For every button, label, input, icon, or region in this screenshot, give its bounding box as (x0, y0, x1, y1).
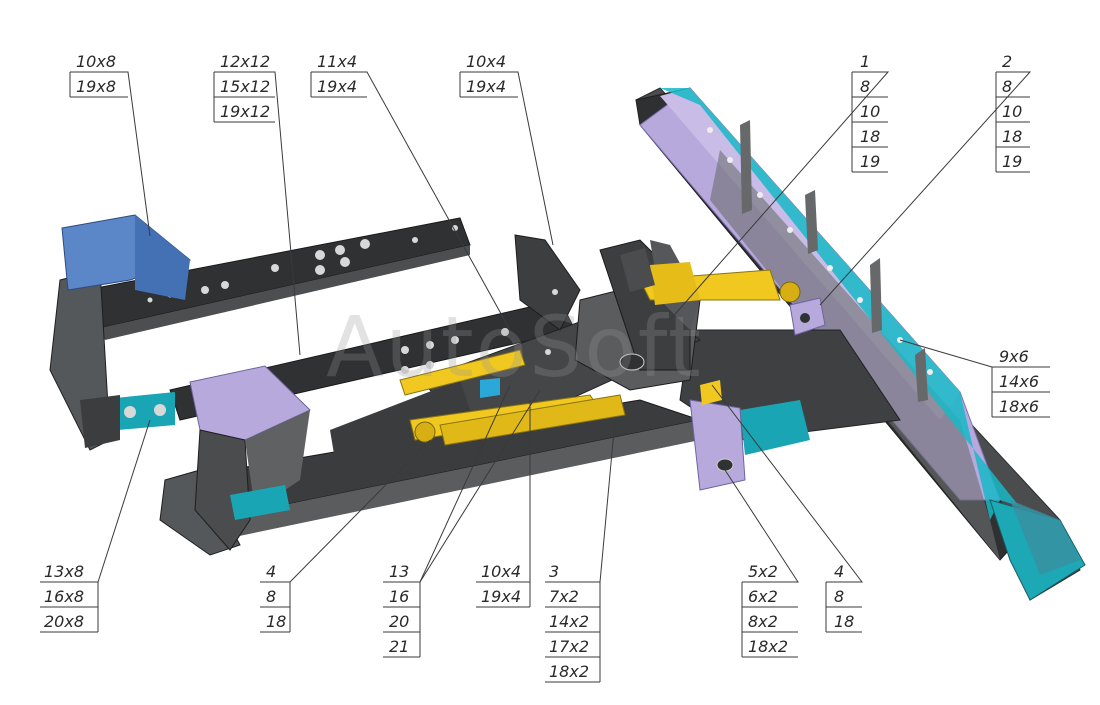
watermark-text: AutoSoft (326, 298, 703, 396)
callout-12x12: 12x12 15x12 19x12 (220, 49, 270, 124)
callout-10x4-top: 10x4 19x4 (466, 49, 506, 99)
callout-line: 9x6 (999, 347, 1029, 366)
callout-line: 8x2 (748, 612, 778, 631)
callout-line: 11x4 (317, 52, 358, 71)
callout-line: 16x8 (44, 587, 85, 606)
callout-5x2: 5x2 6x2 8x2 18x2 (748, 559, 788, 659)
callout-line: 20 (389, 612, 410, 631)
callout-line: 16 (389, 587, 410, 606)
callout-line: 4 (834, 562, 845, 581)
callout-line: 7x2 (549, 587, 579, 606)
dozer-blade (635, 87, 1086, 601)
hydraulic-cylinders (399, 262, 801, 446)
callout-line: 10x4 (481, 562, 522, 581)
callout-line: 8 (834, 587, 845, 606)
callout-line: 13 (389, 562, 410, 581)
callout-line: 20x8 (44, 612, 85, 631)
callout-line: 10 (1002, 102, 1023, 121)
callout-line: 10x8 (76, 52, 117, 71)
callout-10x4-bottom: 10x4 19x4 (481, 559, 521, 609)
callout-13x8: 13x8 16x8 20x8 (44, 559, 84, 634)
callout-line: 17x2 (549, 637, 590, 656)
callout-line: 18x2 (549, 662, 590, 681)
callout-line: 18 (834, 612, 855, 631)
callout-line: 19x4 (317, 77, 358, 96)
callout-line: 10 (860, 102, 881, 121)
blade-lugs (620, 248, 826, 336)
callout-line: 21 (389, 637, 410, 656)
callout-line: 3 (549, 562, 560, 581)
callout-line: 18x6 (999, 397, 1040, 416)
callout-3: 3 7x2 14x2 17x2 18x2 (549, 559, 589, 684)
callout-line: 10x4 (466, 52, 507, 71)
callout-13: 13 16 20 21 (389, 559, 409, 659)
callout-line: 19 (860, 152, 881, 171)
callout-2: 2 8 10 18 19 (1002, 49, 1022, 174)
callout-line: 1 (860, 52, 871, 71)
callout-line: 8 (266, 587, 277, 606)
callout-line: 2 (1002, 52, 1013, 71)
callout-line: 19x12 (220, 102, 271, 121)
callout-1: 1 8 10 18 19 (860, 49, 880, 174)
rear-bracket-left (49, 214, 192, 451)
callout-line: 18 (266, 612, 287, 631)
callout-10x8: 10x8 19x8 (76, 49, 116, 99)
callout-line: 5x2 (748, 562, 778, 581)
callout-line: 19 (1002, 152, 1023, 171)
rear-bracket-right (159, 365, 311, 556)
callout-11x4: 11x4 19x4 (317, 49, 357, 99)
callout-line: 19x4 (481, 587, 522, 606)
callout-4-left: 4 8 18 (266, 559, 286, 634)
callout-line: 19x8 (76, 77, 117, 96)
label-borders (40, 71, 1050, 683)
callout-line: 8 (860, 77, 871, 96)
callout-line: 19x4 (466, 77, 507, 96)
callout-line: 15x12 (220, 77, 271, 96)
callout-line: 18x2 (748, 637, 789, 656)
callout-line: 18 (860, 127, 881, 146)
callout-9x6: 9x6 14x6 18x6 (999, 344, 1039, 419)
callout-line: 6x2 (748, 587, 778, 606)
callout-line: 14x2 (549, 612, 590, 631)
callout-line: 12x12 (220, 52, 271, 71)
callout-line: 13x8 (44, 562, 85, 581)
callout-4-right: 4 8 18 (834, 559, 854, 634)
callout-line: 4 (266, 562, 277, 581)
callout-line: 18 (1002, 127, 1023, 146)
callout-line: 14x6 (999, 372, 1040, 391)
callout-line: 8 (1002, 77, 1013, 96)
